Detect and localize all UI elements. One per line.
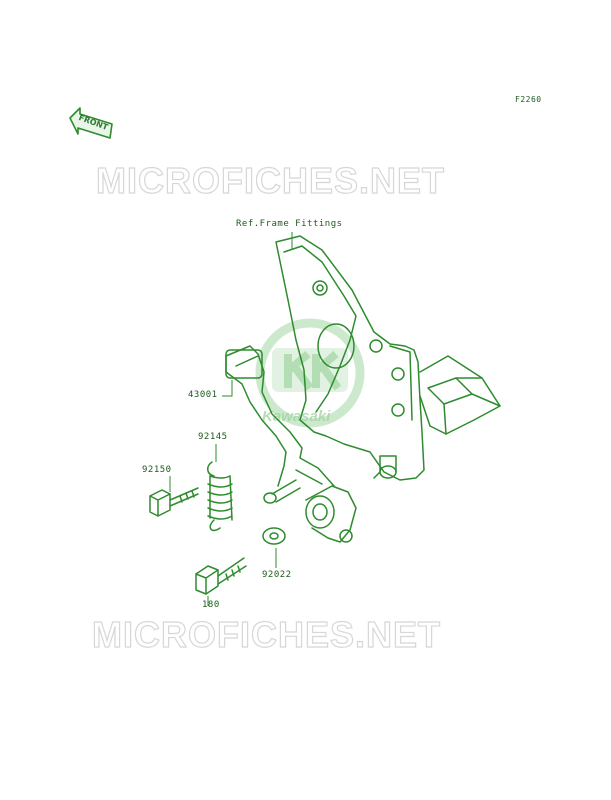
part-number-92145: 92145 [198,432,228,442]
part-number-43001: 43001 [188,390,218,400]
bolt-180 [195,557,247,595]
bolt-92150 [149,487,199,517]
washer-92022 [262,527,286,545]
part-number-180: 180 [202,600,220,610]
pivot-pin [263,455,397,504]
kawasaki-logo-icon [255,318,365,428]
pivot-boss [305,485,357,543]
figure-code: F2260 [515,95,542,104]
return-spring-92145 [207,461,233,532]
leader-43001 [222,380,233,397]
frame-fitting-plate [275,235,425,481]
footrest-peg [419,355,501,435]
ref-frame-fittings-label: Ref.Frame Fittings [236,219,343,229]
part-number-92022: 92022 [262,570,292,580]
part-number-92150: 92150 [142,465,172,475]
brake-pedal-arm [225,345,335,487]
front-arrow-icon [69,107,113,139]
